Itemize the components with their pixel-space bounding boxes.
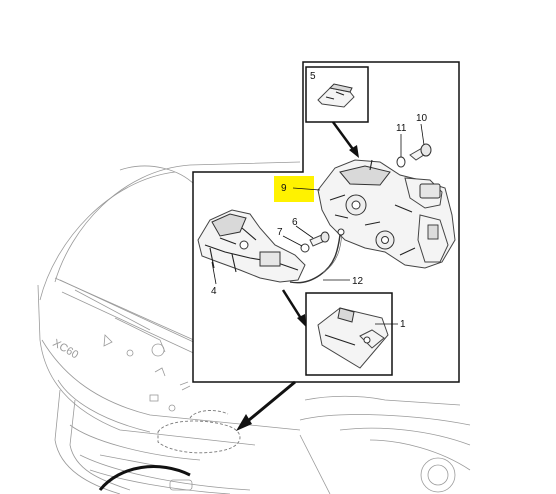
pointer-arrow-to-vehicle	[236, 380, 296, 431]
pointer-arrow-part-1	[281, 289, 306, 327]
callout-5: 5	[310, 71, 316, 82]
release-mechanism-part-4	[197, 209, 306, 283]
cable-part-12	[289, 228, 345, 284]
callout-12: 12	[352, 276, 364, 287]
washer-part-11	[396, 156, 406, 168]
lock-assembly-part-9	[317, 159, 456, 269]
pointer-arrow-part-5	[331, 121, 359, 158]
screw-part-6	[309, 231, 330, 247]
vehicle-badge: XC60	[51, 337, 81, 361]
washer-part-7	[300, 243, 310, 253]
callout-6: 6	[292, 217, 298, 228]
screw-part-10	[409, 143, 432, 161]
callout-11: 11	[396, 123, 407, 134]
callout-4: 4	[211, 286, 217, 297]
callout-7: 7	[277, 227, 283, 238]
vehicle-rear-illustration	[37, 161, 471, 494]
callout-10: 10	[416, 113, 428, 124]
callout-1: 1	[400, 319, 406, 330]
bracket-part-1	[317, 307, 389, 369]
callout-9: 9	[281, 183, 287, 194]
clip-part-5	[317, 83, 355, 108]
leader-lines	[211, 123, 425, 325]
